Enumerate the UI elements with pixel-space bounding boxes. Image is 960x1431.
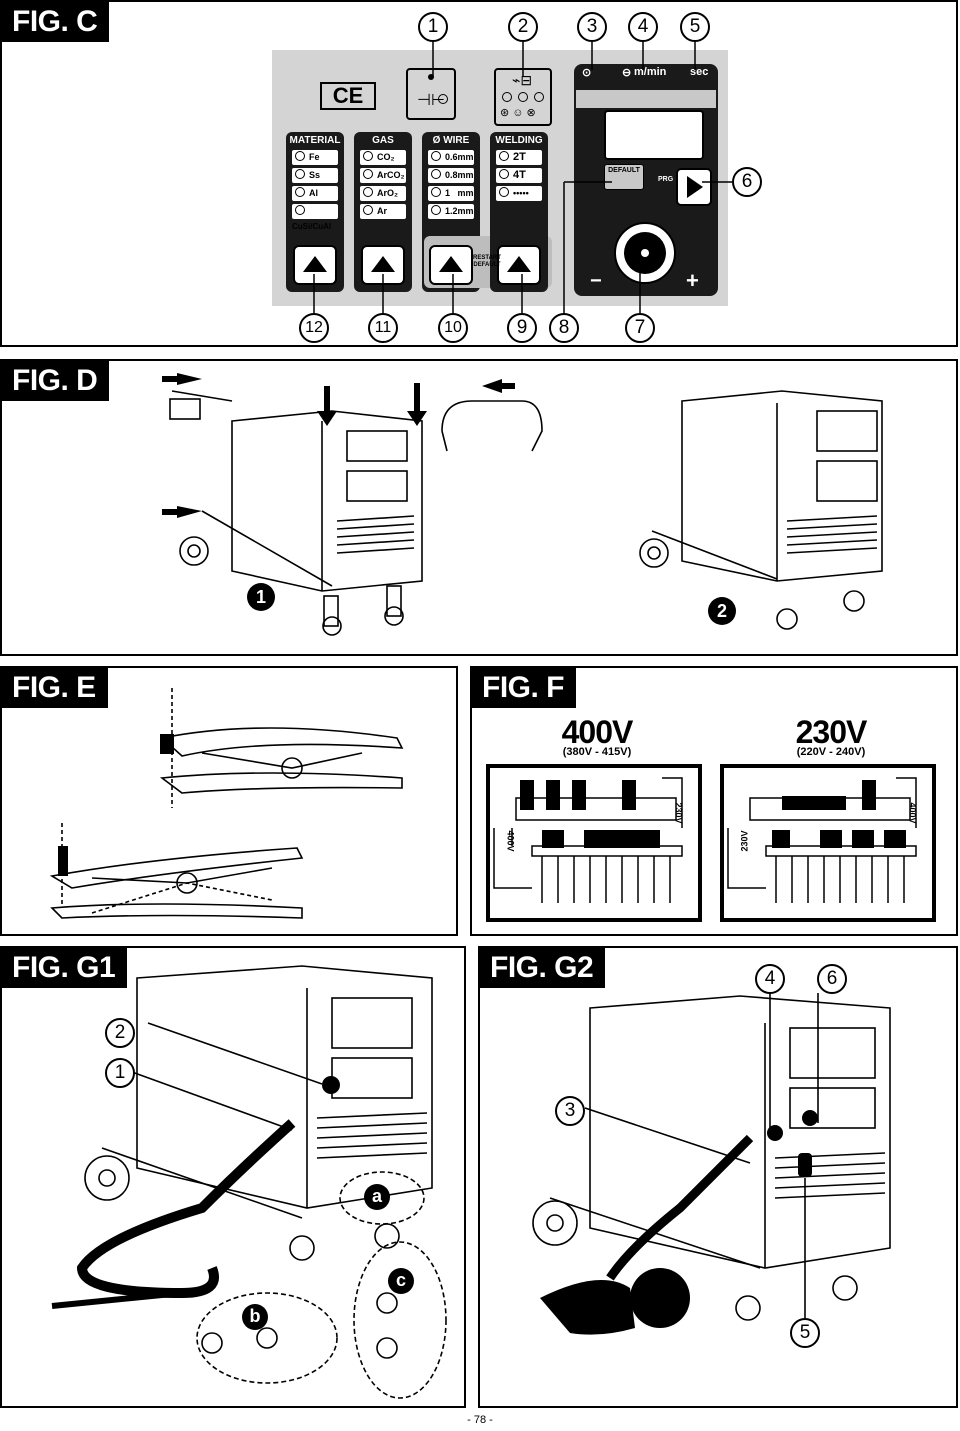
option-wire-12[interactable]: 1.2mm: [428, 204, 474, 219]
welding-select-button[interactable]: [497, 245, 541, 285]
figure-e-label: FIG. E: [2, 668, 108, 708]
option-wire-08[interactable]: 0.8mm: [428, 168, 474, 183]
step-2-badge: 2: [708, 597, 736, 625]
callout-g2-3: 3: [555, 1096, 585, 1126]
torch-connection-illustration: [51, 965, 447, 1399]
wire-group: Ø WIRE 0.6mm 0.8mm 1 mm 1.2mm: [422, 132, 552, 292]
welding-group: WELDING 2T 4T •••••: [490, 132, 548, 292]
figure-g2: FIG. G2 4 6 3 5: [478, 946, 958, 1408]
callout-3: 3: [577, 12, 607, 42]
terminal-board-230v: [720, 764, 936, 922]
next-button[interactable]: [676, 168, 712, 206]
option-ar[interactable]: Ar: [360, 204, 406, 219]
display-area: ⊙ ⊖ m/min sec 000 DEFAULT PRG − +: [574, 64, 718, 296]
range-230v: (220V - 240V): [796, 746, 866, 758]
detail-c-badge: c: [388, 1268, 414, 1294]
voltage-400v: 400V: [561, 714, 634, 750]
callout-5: 5: [680, 12, 710, 42]
option-spot[interactable]: •••••: [496, 186, 542, 201]
callout-g1-1: 1: [105, 1058, 135, 1088]
option-arco2[interactable]: ArCO₂: [360, 168, 406, 183]
range-400v: (380V - 415V): [562, 746, 632, 758]
knob-minus: −: [590, 270, 602, 292]
callout-11: 11: [368, 313, 398, 343]
callout-7: 7: [625, 313, 655, 343]
clamp-illustration: [49, 688, 404, 919]
figure-g1: FIG. G1 2 1 a b c: [0, 946, 466, 1408]
callout-8: 8: [549, 313, 579, 343]
page-number: - 78 -: [467, 1414, 493, 1426]
callout-12: 12: [299, 313, 329, 343]
knob-plus: +: [686, 268, 699, 293]
gas-select-button[interactable]: [361, 245, 405, 285]
alarm-indicator-box: ⌁⊟ ⊛☺⊗: [494, 68, 552, 126]
tag-230v-right: 230V: [739, 830, 750, 852]
callout-9: 9: [507, 313, 537, 343]
restart-default-label: RESTART DEFAULT: [473, 255, 501, 268]
callout-6: 6: [732, 167, 762, 197]
detail-a-badge: a: [364, 1184, 390, 1210]
tag-400v-right: 400V: [907, 802, 918, 824]
encoder-knob[interactable]: [614, 222, 676, 284]
material-select-button[interactable]: [293, 245, 337, 285]
callout-g2-6: 6: [817, 964, 847, 994]
digital-display: 000: [604, 110, 704, 160]
step-1-badge: 1: [247, 583, 275, 611]
figure-f: FIG. F 400V (380V - 415V) 230V (220V - 2…: [470, 666, 958, 936]
wire-select-button[interactable]: [429, 245, 473, 285]
tag-230v-left: 230V: [673, 802, 684, 824]
figure-d: FIG. D: [0, 359, 958, 656]
callout-10: 10: [438, 313, 468, 343]
option-ss[interactable]: Ss: [292, 168, 338, 183]
option-al[interactable]: Al: [292, 186, 338, 201]
option-co2[interactable]: CO₂: [360, 150, 406, 165]
figure-c: FIG. C 1 2 3 4 5 CE ⊣⊢ ⌁⊟ ⊛☺⊗ MATERIAL F…: [0, 0, 958, 347]
tag-400v-left: 400V: [505, 830, 516, 852]
figure-c-label: FIG. C: [2, 2, 110, 42]
figure-e: FIG. E: [0, 666, 458, 936]
voltage-230v: 230V: [795, 714, 868, 750]
callout-g2-5: 5: [790, 1318, 820, 1348]
leader-lines-c: [313, 42, 732, 313]
callout-4: 4: [628, 12, 658, 42]
callout-2: 2: [508, 12, 538, 42]
callout-1: 1: [418, 12, 448, 42]
option-wire-1[interactable]: 1 mm: [428, 186, 474, 201]
prg-label: PRG: [658, 176, 674, 183]
spool-gun-connection-illustration: [532, 993, 891, 1335]
option-cusi[interactable]: CuSi/CuAl: [292, 204, 338, 231]
option-wire-06[interactable]: 0.6mm: [428, 150, 474, 165]
assembly-illustration: [162, 373, 883, 636]
control-panel: CE ⊣⊢ ⌁⊟ ⊛☺⊗ MATERIAL Fe Ss Al CuSi/CuAl…: [272, 50, 728, 306]
option-aro2[interactable]: ArO₂: [360, 186, 406, 201]
gas-group: GAS CO₂ ArCO₂ ArO₂ Ar: [354, 132, 412, 292]
option-2t[interactable]: 2T: [496, 150, 542, 165]
callout-g1-2: 2: [105, 1018, 135, 1048]
power-indicator-box: ⊣⊢: [406, 68, 456, 120]
terminal-board-400v: [486, 764, 702, 922]
option-fe[interactable]: Fe: [292, 150, 338, 165]
figure-d-label: FIG. D: [2, 361, 110, 401]
default-button[interactable]: DEFAULT: [604, 164, 644, 190]
ce-mark: CE: [320, 82, 376, 110]
terminal-wiring: [493, 777, 917, 903]
detail-b-badge: b: [242, 1304, 268, 1330]
callout-g2-4: 4: [755, 964, 785, 994]
figure-g2-label: FIG. G2: [480, 948, 606, 988]
option-4t[interactable]: 4T: [496, 168, 542, 183]
figure-g1-label: FIG. G1: [2, 948, 128, 988]
material-group: MATERIAL Fe Ss Al CuSi/CuAl: [286, 132, 344, 292]
figure-f-label: FIG. F: [472, 668, 576, 708]
